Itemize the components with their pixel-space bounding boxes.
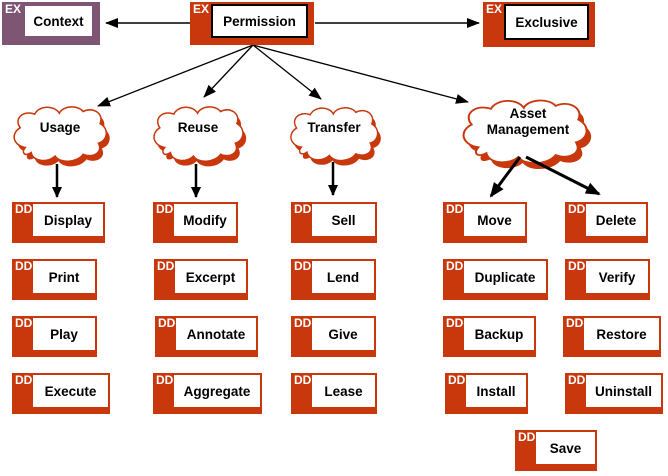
node-save: DD Save: [515, 430, 597, 471]
dd-badge: DD: [156, 202, 174, 216]
node-execute: DD Execute: [12, 373, 110, 414]
node-label: Aggregate: [174, 375, 260, 407]
node-aggregate: DD Aggregate: [153, 373, 262, 414]
dd-badge: DD: [568, 373, 586, 387]
node-uninstall: DD Uninstall: [565, 373, 663, 414]
node-label: Uninstall: [586, 375, 661, 407]
cloud-asset-management-label: Asset Management: [486, 106, 570, 137]
node-label: Annotate: [176, 318, 256, 350]
node-move: DD Move: [443, 202, 527, 243]
node-context: EX Context: [2, 2, 100, 45]
ex-badge: EX: [486, 2, 503, 16]
node-sell: DD Sell: [291, 202, 377, 243]
cloud-transfer: [290, 107, 381, 166]
node-lease: DD Lease: [291, 373, 377, 414]
dd-badge: DD: [294, 259, 312, 273]
node-label: Lease: [312, 375, 375, 407]
cloud-usage-label: Usage: [39, 120, 81, 135]
dd-badge: DD: [294, 316, 312, 330]
node-excerpt: DD Excerpt: [154, 259, 248, 300]
dd-badge: DD: [15, 316, 33, 330]
node-label: Modify: [174, 204, 236, 236]
node-duplicate: DD Duplicate: [443, 259, 548, 300]
node-install: DD Install: [445, 373, 528, 414]
dd-badge: DD: [446, 316, 464, 330]
dd-badge: DD: [15, 373, 33, 387]
node-label: Display: [33, 204, 103, 236]
dd-badge: DD: [158, 316, 176, 330]
node-label: Print: [33, 261, 95, 293]
dd-badge: DD: [156, 373, 174, 387]
dd-badge: DD: [157, 259, 175, 273]
node-give: DD Give: [291, 316, 376, 357]
dd-badge: DD: [518, 430, 536, 444]
node-label: Backup: [464, 318, 534, 350]
node-delete: DD Delete: [565, 202, 648, 243]
node-label: Delete: [586, 204, 646, 236]
node-label: Execute: [33, 375, 108, 407]
node-exclusive: EX Exclusive: [483, 2, 595, 47]
node-label: Move: [464, 204, 525, 236]
node-verify: DD Verify: [565, 259, 650, 300]
node-label: Exclusive: [504, 4, 589, 40]
ex-badge: EX: [193, 2, 210, 16]
node-print: DD Print: [12, 259, 97, 300]
dd-badge: DD: [566, 316, 584, 330]
edge-permission-reuse: [203, 44, 254, 98]
node-modify: DD Modify: [153, 202, 238, 243]
dd-badge: DD: [15, 202, 33, 216]
node-display: DD Display: [12, 202, 105, 243]
dd-badge: DD: [448, 373, 466, 387]
node-restore: DD Restore: [563, 316, 661, 357]
node-label: Permission: [211, 4, 308, 38]
node-label: Sell: [312, 204, 375, 236]
node-label: Restore: [584, 318, 659, 350]
edge-asset-management-move: [489, 156, 522, 198]
node-label: Play: [33, 318, 95, 350]
node-permission: EX Permission: [190, 2, 314, 45]
cloud-transfer-label: Transfer: [307, 120, 361, 135]
edge-permission-transfer: [252, 44, 322, 100]
dd-badge: DD: [446, 259, 464, 273]
dd-badge: DD: [446, 202, 464, 216]
ex-badge: EX: [5, 2, 22, 16]
node-label: Give: [312, 318, 374, 350]
edge-permission-asset-management: [252, 44, 469, 104]
dd-badge: DD: [568, 259, 586, 273]
node-label: Duplicate: [464, 261, 546, 293]
node-label: Verify: [586, 261, 648, 293]
dd-badge: DD: [294, 373, 312, 387]
node-annotate: DD Annotate: [155, 316, 258, 357]
edge-permission-usage: [97, 44, 254, 107]
node-label: Excerpt: [175, 261, 246, 293]
node-label: Install: [466, 375, 526, 407]
cloud-reuse-label: Reuse: [177, 120, 219, 135]
node-label: Save: [536, 432, 595, 464]
cloud-usage: [13, 106, 110, 167]
node-label: Lend: [312, 261, 374, 293]
edge-asset-management-delete: [525, 155, 601, 196]
node-play: DD Play: [12, 316, 97, 357]
node-backup: DD Backup: [443, 316, 536, 357]
dd-badge: DD: [294, 202, 312, 216]
dd-badge: DD: [568, 202, 586, 216]
dd-badge: DD: [15, 259, 33, 273]
cloud-reuse: [153, 106, 247, 167]
node-label: Context: [23, 4, 94, 38]
node-lend: DD Lend: [291, 259, 376, 300]
